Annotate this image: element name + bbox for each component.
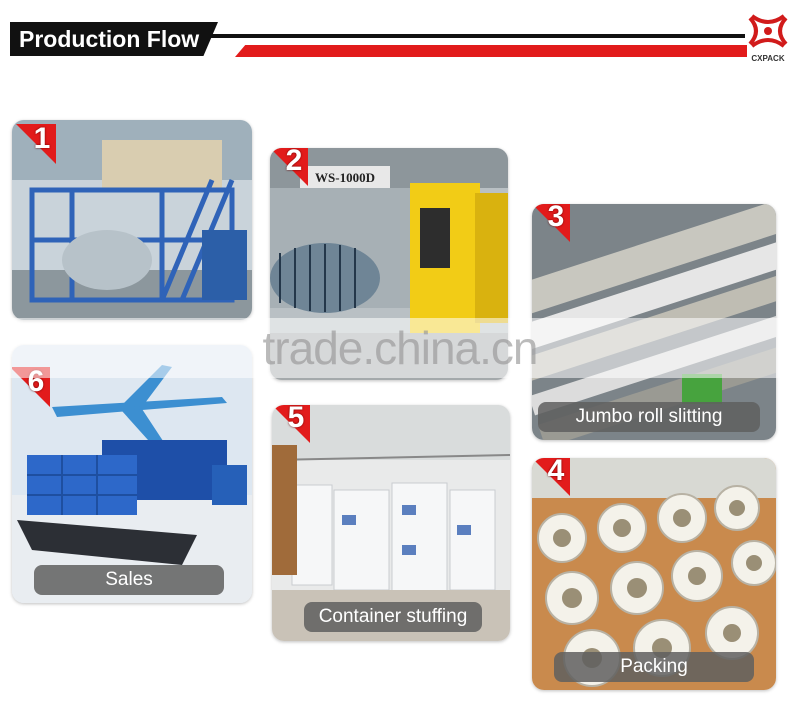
badge-arrow-icon	[16, 124, 56, 164]
cxpack-logo: CXPACK	[742, 8, 794, 66]
header-red-stripe	[235, 45, 747, 57]
step-4-badge: 4	[532, 458, 574, 500]
coating-machine-image	[12, 120, 252, 320]
page-title: Production Flow	[10, 22, 218, 56]
badge-arrow-icon	[272, 405, 310, 443]
logo-mark-icon	[748, 14, 788, 48]
step-5-card: 5 Container stuffing	[272, 405, 510, 641]
logo-text: CXPACK	[751, 54, 785, 63]
badge-arrow-icon	[532, 204, 570, 242]
header: Production Flow CXPACK	[0, 0, 800, 70]
badge-arrow-icon	[270, 148, 308, 186]
step-5-caption: Container stuffing	[304, 602, 482, 632]
step-3-badge: 3	[532, 204, 574, 246]
machine-label: WS-1000D	[315, 170, 375, 185]
header-black-stripe	[200, 34, 745, 38]
step-1-number: 1	[33, 122, 51, 155]
watermark-text: trade.china.cn	[262, 322, 539, 374]
step-4-number: 4	[547, 458, 565, 487]
step-6-card: 6 Sales	[12, 345, 252, 603]
step-1-badge: 1	[12, 120, 60, 168]
step-3-number: 3	[547, 204, 565, 233]
watermark-band: trade.china.cn	[0, 318, 800, 378]
step-4-caption: Packing	[554, 652, 754, 682]
step-6-caption: Sales	[34, 565, 224, 595]
badge-arrow-icon	[532, 458, 570, 496]
tape-rolls-packing-image	[532, 458, 776, 690]
step-2-number: 2	[285, 148, 303, 177]
step-2-badge: 2	[270, 148, 312, 190]
step-3-caption: Jumbo roll slitting	[538, 402, 760, 432]
step-1-card: 1	[12, 120, 252, 320]
step-4-card: 4 Packing	[532, 458, 776, 690]
step-5-number: 5	[287, 405, 305, 434]
step-5-badge: 5	[272, 405, 314, 447]
